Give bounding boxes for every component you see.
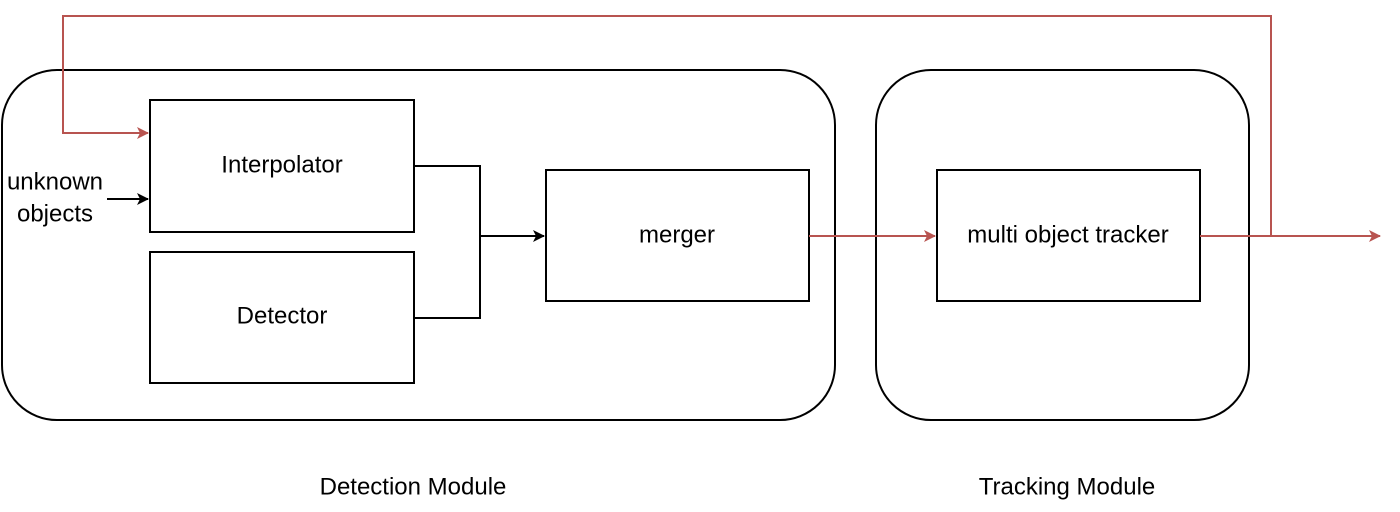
- interpolator-label: Interpolator: [221, 151, 342, 178]
- detection-module-label: Detection Module: [320, 473, 507, 500]
- tracker-block: [936, 169, 1201, 302]
- feedback-loop-arrow: [62, 15, 1272, 236]
- interpolator-block: [149, 99, 415, 233]
- input-label-line-1: unknown: [7, 168, 103, 195]
- input-label-line-2: objects: [17, 200, 93, 227]
- interpolator-to-merger-connector: [414, 165, 481, 236]
- detector-to-merger-connector: [414, 236, 481, 319]
- detector-label: Detector: [237, 302, 328, 329]
- tracker-label: multi object tracker: [967, 221, 1168, 248]
- tracking-module-label: Tracking Module: [979, 473, 1156, 500]
- merger-label: merger: [639, 221, 715, 248]
